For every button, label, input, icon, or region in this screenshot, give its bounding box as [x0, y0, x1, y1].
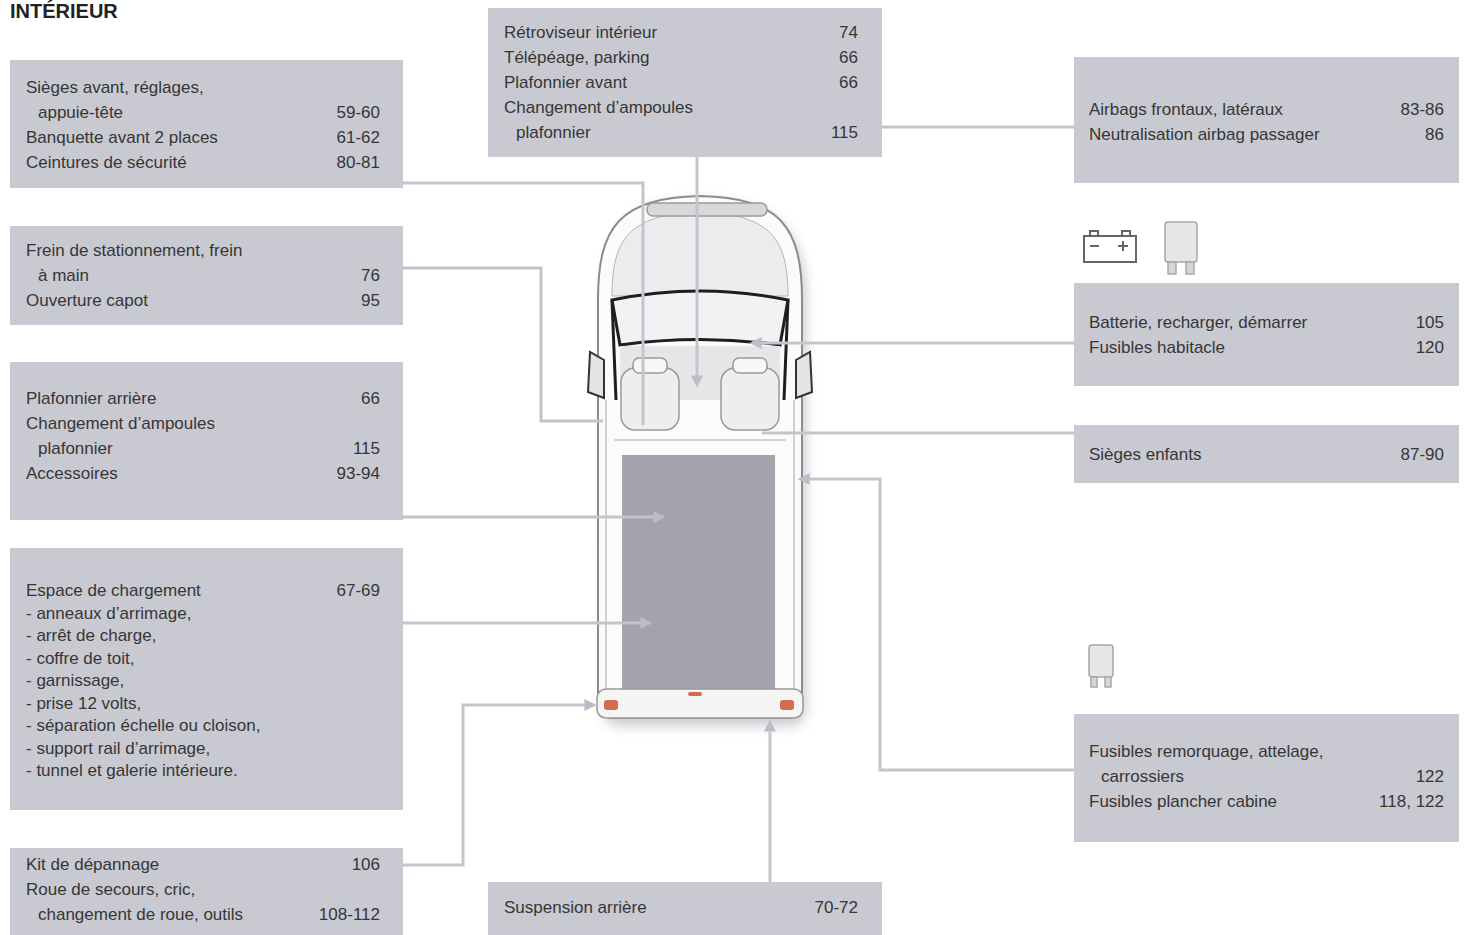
index-box: Suspension arrière 70-72: [488, 882, 882, 935]
page-number: 66: [353, 386, 380, 411]
leader-line: [882, 126, 1074, 129]
index-entry: Rétroviseur intérieur: [504, 20, 724, 45]
list-item: - prise 12 volts,: [26, 693, 380, 716]
page-number: 74: [831, 20, 858, 45]
index-entry: Sièges enfants: [1089, 442, 1361, 467]
index-entry: Batterie, recharger, démarrer: [1089, 310, 1361, 335]
list-item: - séparation échelle ou cloison,: [26, 715, 380, 738]
list-item: - support rail d’arrimage,: [26, 738, 380, 761]
page-number: 66: [831, 45, 858, 70]
index-entry: Télépéage, parking: [504, 45, 724, 70]
index-box: Kit de dépannage 106Roue de secours, cric…: [10, 848, 403, 935]
index-box: Sièges enfants 87-90: [1074, 425, 1459, 483]
list-item: - coffre de toit,: [26, 648, 380, 671]
page-number: 118, 122: [1371, 789, 1444, 814]
page-number: 115: [345, 436, 380, 461]
index-box: Plafonnier arrière 66Changement d’ampoule…: [10, 362, 403, 520]
index-entry: Kit de dépannage: [26, 852, 254, 877]
index-entry: Changement d’ampoules plafonnier: [26, 411, 254, 461]
index-box: Airbags frontaux, latéraux 83-86Neutralis…: [1074, 57, 1459, 183]
page-number: 105: [1408, 310, 1444, 335]
fuse-icon: [1165, 222, 1197, 274]
index-entry: Plafonnier arrière: [26, 386, 254, 411]
page-number: 83-86: [1393, 97, 1444, 122]
index-entry: Fusibles remorquage, attelage, carrossie…: [1089, 739, 1361, 789]
index-entry: Plafonnier avant: [504, 70, 724, 95]
index-entry: Suspension arrière: [504, 895, 724, 920]
page-number: 66: [831, 70, 858, 95]
index-box: Batterie, recharger, démarrer 105Fusibles…: [1074, 283, 1459, 386]
index-entry: Changement d’ampoules plafonnier: [504, 95, 724, 145]
page-number: 108-112: [311, 902, 380, 927]
page-number: 95: [353, 288, 380, 313]
page-number: 61-62: [329, 125, 380, 150]
battery-icon: [1084, 231, 1136, 262]
leader-lines: [403, 157, 1074, 882]
list-item: - garnissage,: [26, 670, 380, 693]
index-box: Rétroviseur intérieur 74Télépéage, parkin…: [488, 8, 882, 157]
page-number: 86: [1417, 122, 1444, 147]
page-number: 122: [1408, 764, 1444, 789]
page-number: 59-60: [329, 100, 380, 125]
van-top-view: [588, 196, 812, 726]
index-entry: Neutralisation airbag passager: [1089, 122, 1361, 147]
page-number: 76: [353, 263, 380, 288]
page-number: 106: [344, 852, 380, 877]
index-entry: Ceintures de sécurité: [26, 150, 254, 175]
index-entry: Airbags frontaux, latéraux: [1089, 97, 1361, 122]
index-entry: Frein de stationnement, frein à main: [26, 238, 254, 288]
page-number: 67-69: [329, 580, 380, 603]
page-number: 93-94: [329, 461, 380, 486]
index-entry: Roue de secours, cric, changement de rou…: [26, 877, 254, 927]
page-title: INTÉRIEUR: [10, 0, 118, 22]
list-item: - arrêt de charge,: [26, 625, 380, 648]
fuse-icon: [1089, 645, 1113, 687]
page-number: 120: [1408, 335, 1444, 360]
index-entry: Accessoires: [26, 461, 254, 486]
list-item: - anneaux d’arrimage,: [26, 603, 380, 626]
list-item: - tunnel et galerie intérieure.: [26, 760, 380, 783]
index-box: Frein de stationnement, frein à main 76Ou…: [10, 226, 403, 325]
index-entry: Fusibles plancher cabine: [1089, 789, 1361, 814]
page-number: 70-72: [807, 895, 858, 920]
index-entry: Sièges avant, réglages, appuie-tête: [26, 75, 254, 125]
page-number: 87-90: [1393, 442, 1444, 467]
index-entry: Fusibles habitacle: [1089, 335, 1361, 360]
page-number: 115: [823, 120, 858, 145]
index-entry: Ouverture capot: [26, 288, 254, 313]
index-box: Sièges avant, réglages, appuie-tête 59-60…: [10, 60, 403, 188]
index-box: Fusibles remorquage, attelage, carrossie…: [1074, 714, 1459, 842]
index-entry: Banquette avant 2 places: [26, 125, 254, 150]
index-box: Espace de chargement 67-69- anneaux d’arr…: [10, 548, 403, 810]
page-number: 80-81: [329, 150, 380, 175]
index-entry: Espace de chargement: [26, 580, 254, 603]
